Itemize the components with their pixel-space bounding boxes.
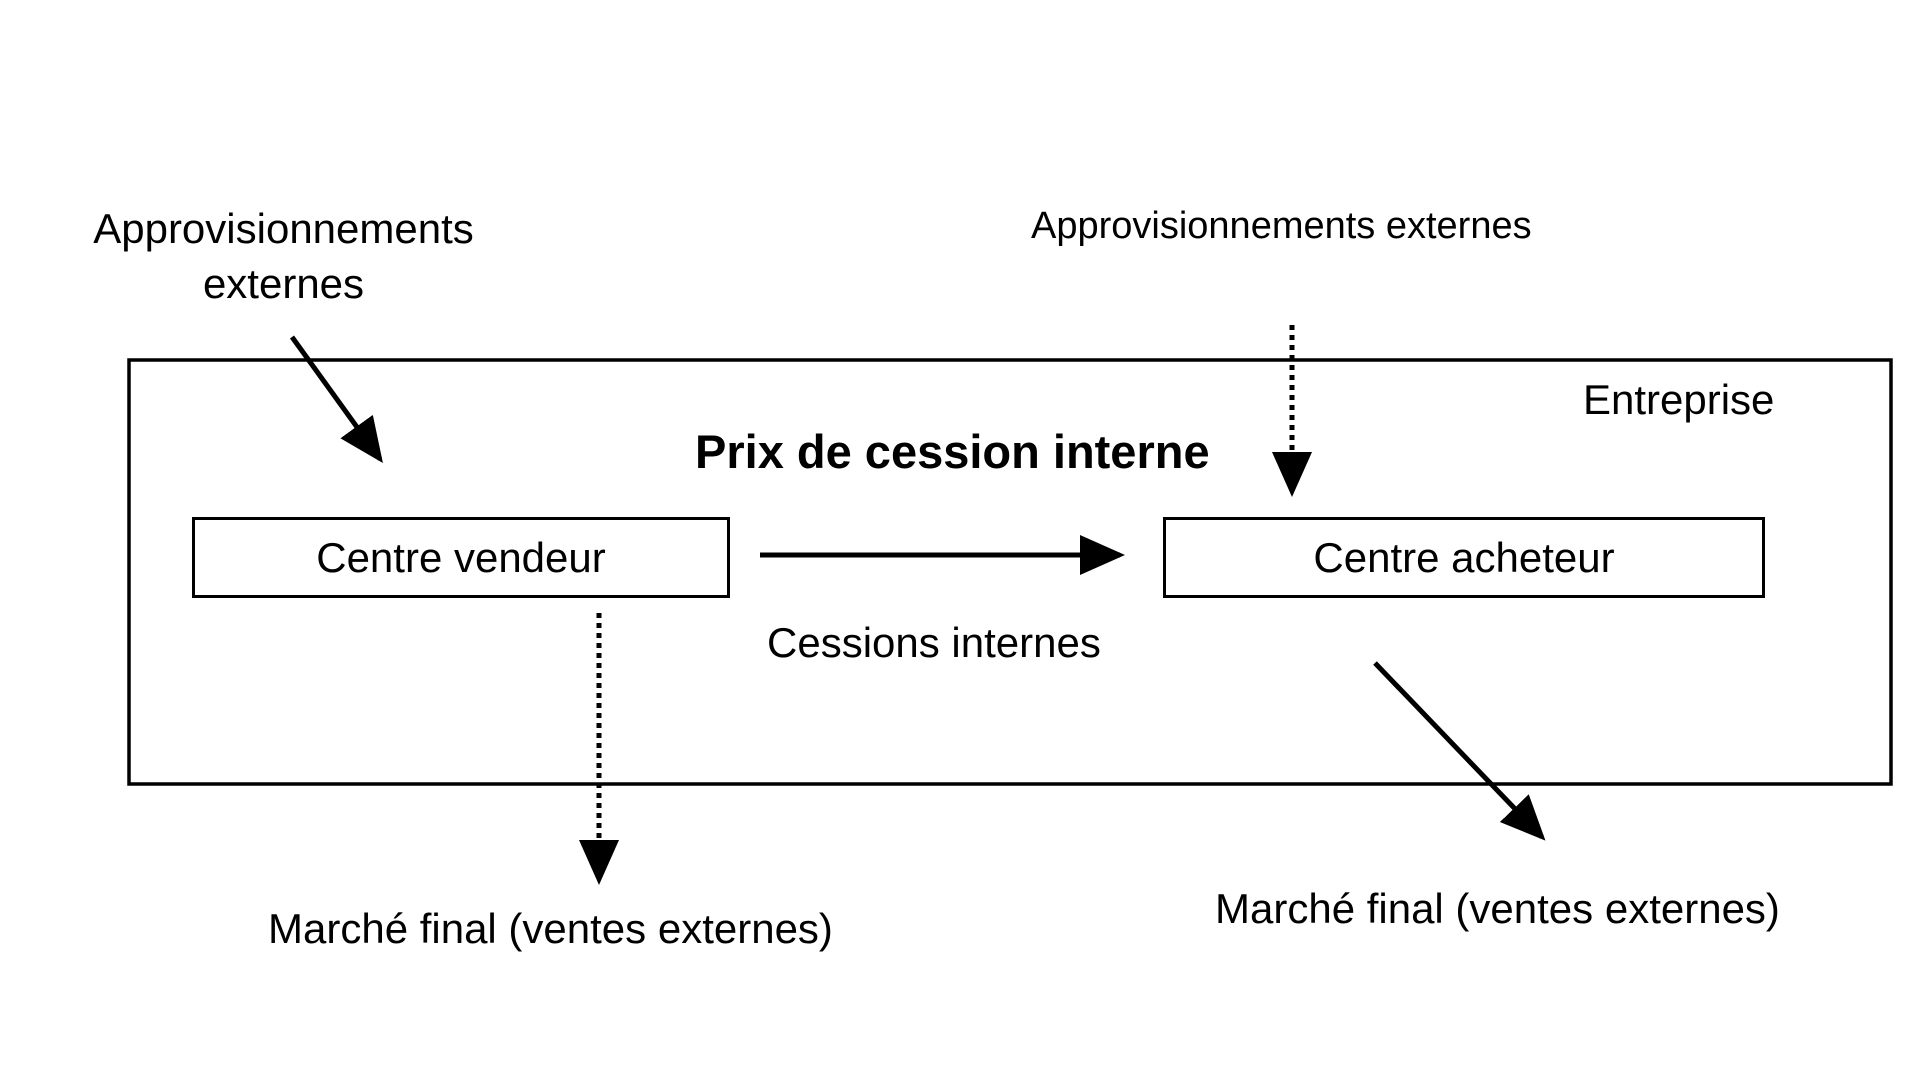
- internal-transfers-label: Cessions internes: [767, 619, 1101, 666]
- buyer-center-box: Centre acheteur: [1163, 517, 1765, 598]
- seller-center-label: Centre vendeur: [316, 533, 606, 581]
- diagram-title: Prix de cession interne: [695, 425, 1210, 478]
- market-left-label: Marché final (ventes externes): [268, 905, 833, 952]
- supply-left-line2: externes: [202, 259, 365, 307]
- buyer-market-arrow: [1373, 661, 1546, 841]
- supply-left-arrow: [289, 335, 383, 464]
- enterprise-boundary: [127, 358, 1893, 786]
- supply-left-label: Approvisionnements externes: [40, 202, 527, 311]
- buyer-center-label: Centre acheteur: [1313, 533, 1615, 581]
- market-right-label: Marché final (ventes externes): [1215, 885, 1780, 932]
- supply-left-line1: Approvisionnements: [93, 205, 474, 252]
- enterprise-label: Entreprise: [1583, 376, 1775, 423]
- seller-center-box: Centre vendeur: [192, 517, 730, 598]
- supply-right-label: Approvisionnements externes: [1031, 205, 1532, 247]
